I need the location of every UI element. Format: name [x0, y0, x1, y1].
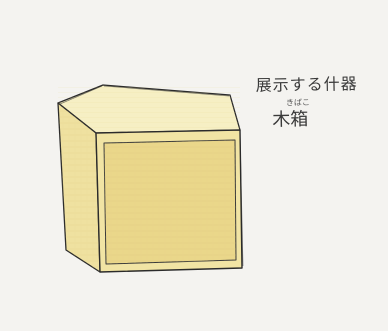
caption-title: 展示する什器: [255, 74, 358, 95]
caption-subject-ruby: きばこ: [285, 97, 311, 107]
caption-subject-text: 木箱: [272, 108, 309, 131]
caption: 展示する什器 きばこ 木箱: [256, 73, 359, 133]
caption-subject: きばこ 木箱: [272, 98, 358, 133]
